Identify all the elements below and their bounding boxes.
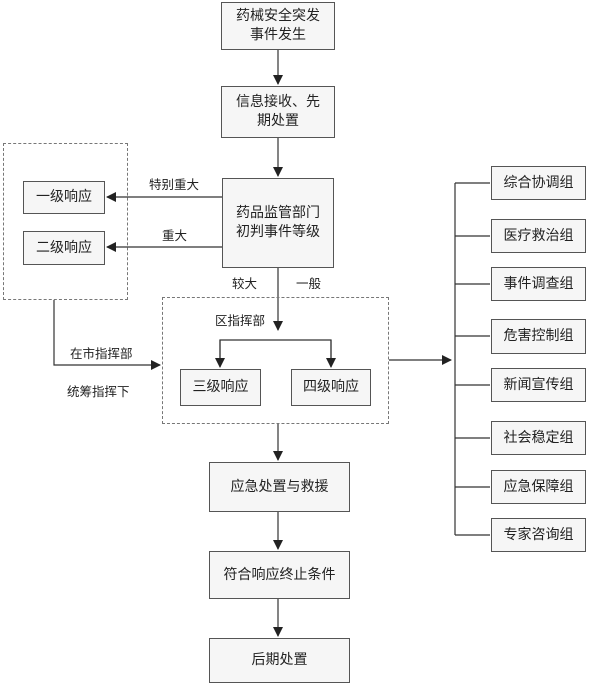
label-city-command: 在市指挥部 <box>70 346 133 361</box>
node-emergency-disposal: 应急处置与救援 <box>209 462 350 512</box>
node-aftermath: 后期处置 <box>209 638 350 683</box>
label-general: 一般 <box>296 276 322 291</box>
group-box: 综合协调组 <box>491 166 586 200</box>
node-info-receive: 信息接收、先 期处置 <box>221 86 335 138</box>
group-box: 专家咨询组 <box>491 518 586 552</box>
group-box: 社会稳定组 <box>491 421 586 455</box>
label-major: 重大 <box>162 228 188 243</box>
group-box: 应急保障组 <box>491 470 586 504</box>
group-box: 新闻宣传组 <box>491 368 586 402</box>
node-termination-condition: 符合响应终止条件 <box>209 551 350 599</box>
node-level2-response: 二级响应 <box>23 231 105 265</box>
label-city-unified: 统筹指挥下 <box>67 384 130 399</box>
label-district-command: 区指挥部 <box>215 313 266 328</box>
group-box: 危害控制组 <box>491 319 586 354</box>
district-command-container <box>162 297 389 424</box>
high-level-response-container <box>3 143 128 300</box>
node-incident: 药械安全突发 事件发生 <box>221 2 335 50</box>
group-box: 事件调查组 <box>491 267 586 301</box>
group-box: 医疗救治组 <box>491 219 586 253</box>
node-level1-response: 一级响应 <box>23 181 105 214</box>
node-level4-response: 四级响应 <box>291 369 371 406</box>
arrow-city-command <box>53 300 161 370</box>
label-special-major: 特别重大 <box>149 177 200 192</box>
node-level3-response: 三级响应 <box>180 369 261 406</box>
node-judge-level: 药品监管部门 初判事件等级 <box>222 178 334 268</box>
label-larger: 较大 <box>232 276 258 291</box>
